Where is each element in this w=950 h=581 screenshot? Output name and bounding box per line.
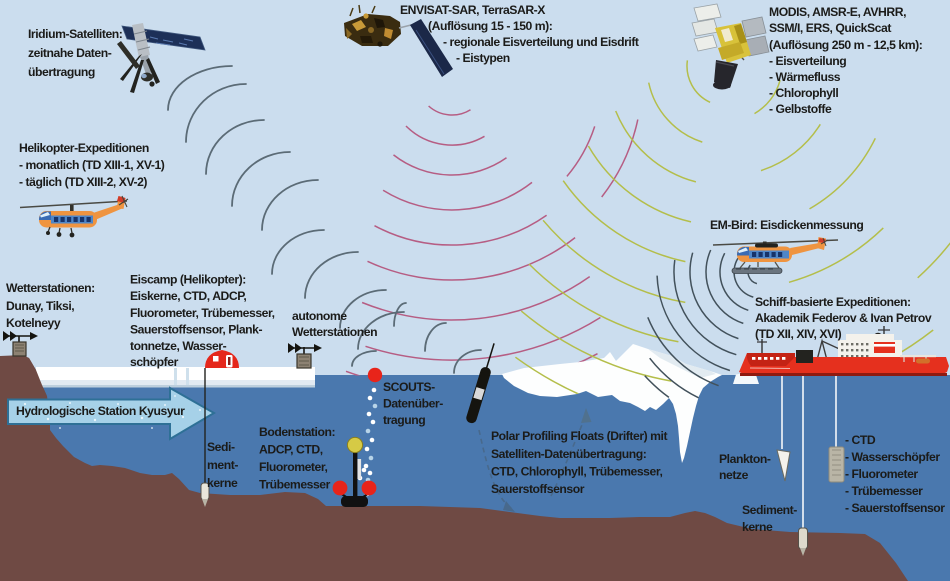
svg-text:ment-: ment- [207, 458, 238, 472]
svg-text:Fluorometer,: Fluorometer, [259, 460, 327, 474]
svg-text:ENVISAT-SAR, TerraSAR-X: ENVISAT-SAR, TerraSAR-X [400, 3, 546, 17]
svg-text:kerne: kerne [207, 476, 238, 490]
svg-text:- Wärmefluss: - Wärmefluss [769, 70, 841, 84]
svg-text:(TD XII, XIV, XVI): (TD XII, XIV, XVI) [755, 327, 842, 341]
svg-text:Akademik Federov & Ivan Petrov: Akademik Federov & Ivan Petrov [755, 311, 932, 325]
svg-text:Helikopter-Expeditionen: Helikopter-Expeditionen [19, 141, 149, 155]
svg-text:Sediment-: Sediment- [742, 503, 797, 517]
svg-text:Sauerstoffsensor: Sauerstoffsensor [491, 482, 585, 496]
svg-text:CTD, Chlorophyll, Trübemesser,: CTD, Chlorophyll, Trübemesser, [491, 465, 662, 479]
svg-text:Wetterstationen: Wetterstationen [292, 325, 377, 339]
svg-text:EM-Bird: Eisdickenmessung: EM-Bird: Eisdickenmessung [710, 218, 863, 232]
svg-text:Eiscamp (Helikopter):: Eiscamp (Helikopter): [130, 273, 246, 287]
svg-text:- monatlich (TD XIII-1, XV-1): - monatlich (TD XIII-1, XV-1) [19, 158, 165, 172]
svg-text:ADCP, CTD,: ADCP, CTD, [259, 443, 323, 457]
svg-text:übertragung: übertragung [28, 65, 95, 79]
svg-text:- Sauerstoffsensor: - Sauerstoffsensor [845, 501, 945, 515]
svg-text:Bodenstation:: Bodenstation: [259, 425, 335, 439]
svg-text:Schiff-basierte Expeditionen:: Schiff-basierte Expeditionen: [755, 295, 911, 309]
svg-text:MODIS, AMSR-E, AVHRR,: MODIS, AMSR-E, AVHRR, [769, 5, 906, 19]
svg-text:autonome: autonome [292, 309, 347, 323]
svg-text:Polar Profiling Floats (Drifte: Polar Profiling Floats (Drifter) mit [491, 429, 667, 443]
svg-text:SCOUTS-: SCOUTS- [383, 380, 435, 394]
svg-text:- täglich (TD XIII-2, XV-2): - täglich (TD XIII-2, XV-2) [19, 175, 147, 189]
svg-text:schöpfer: schöpfer [130, 355, 179, 369]
svg-text:Hydrologische Station Kyusyur: Hydrologische Station Kyusyur [16, 404, 185, 418]
svg-text:(Auflösung 250 m - 12,5 km):: (Auflösung 250 m - 12,5 km): [769, 38, 922, 52]
svg-text:Trübemesser: Trübemesser [259, 478, 331, 492]
svg-text:netze: netze [719, 468, 749, 482]
svg-text:- Eisverteilung: - Eisverteilung [769, 54, 846, 68]
svg-text:Sedi-: Sedi- [207, 440, 235, 454]
svg-text:zeitnahe Daten-: zeitnahe Daten- [28, 46, 112, 60]
svg-text:- Trübemesser: - Trübemesser [845, 484, 923, 498]
svg-text:Sauerstoffsensor, Plank-: Sauerstoffsensor, Plank- [130, 323, 263, 337]
svg-text:Satelliten-Datenübertragung:: Satelliten-Datenübertragung: [491, 447, 646, 461]
svg-text:kerne: kerne [742, 520, 773, 534]
svg-text:Dunay, Tiksi,: Dunay, Tiksi, [6, 299, 74, 313]
svg-text:- Wasserschöpfer: - Wasserschöpfer [845, 450, 940, 464]
svg-text:Kotelneyy: Kotelneyy [6, 316, 61, 330]
svg-text:- Chlorophyll: - Chlorophyll [769, 86, 838, 100]
svg-text:- Gelbstoffe: - Gelbstoffe [769, 102, 832, 116]
svg-text:- CTD: - CTD [845, 433, 876, 447]
svg-text:tragung: tragung [383, 413, 425, 427]
svg-text:Fluorometer, Trübemesser,: Fluorometer, Trübemesser, [130, 306, 275, 320]
svg-text:Wetterstationen:: Wetterstationen: [6, 281, 95, 295]
svg-text:- Fluorometer: - Fluorometer [845, 467, 918, 481]
svg-text:- Eistypen: - Eistypen [456, 51, 510, 65]
svg-text:Eiskerne, CTD, ADCP,: Eiskerne, CTD, ADCP, [130, 289, 246, 303]
svg-text:Plankton-: Plankton- [719, 452, 771, 466]
svg-text:(Auflösung 15 - 150 m):: (Auflösung 15 - 150 m): [428, 19, 552, 33]
svg-text:Iridium-Satelliten:: Iridium-Satelliten: [28, 27, 122, 41]
svg-text:tonnetze, Wasser-: tonnetze, Wasser- [130, 339, 227, 353]
svg-text:Datenüber-: Datenüber- [383, 397, 443, 411]
svg-text:- regionale Eisverteilung und: - regionale Eisverteilung und Eisdrift [443, 35, 639, 49]
svg-text:SSM/I, ERS, QuickScat: SSM/I, ERS, QuickScat [769, 21, 891, 35]
